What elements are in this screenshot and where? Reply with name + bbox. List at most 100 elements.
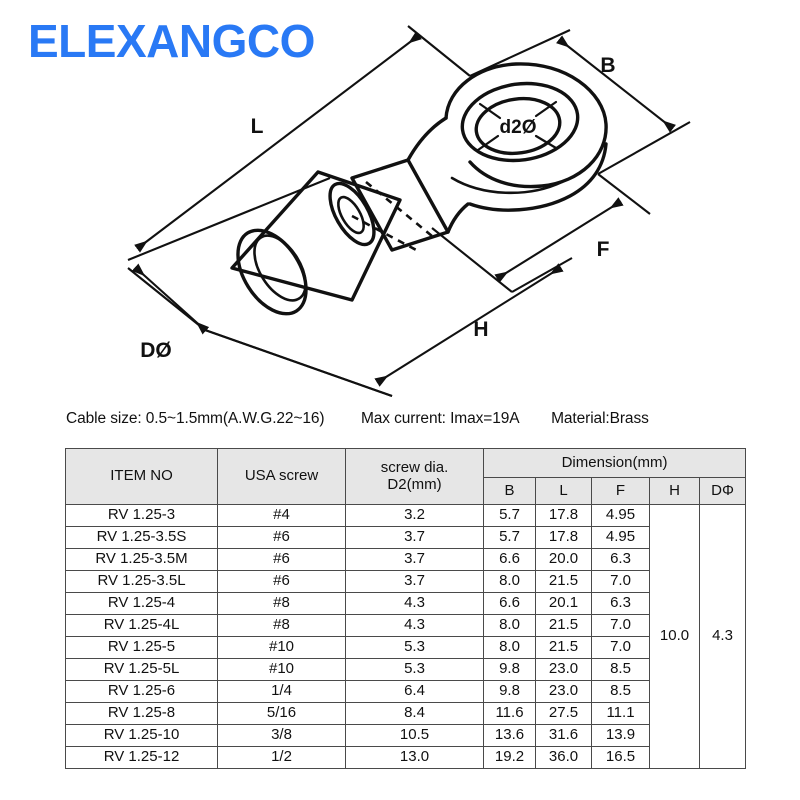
label-F: F <box>597 238 610 261</box>
cell-dim-f: 13.9 <box>591 724 650 747</box>
ring-outer-contour <box>444 62 608 189</box>
header-item-no: ITEM NO <box>65 448 218 505</box>
header-dim-f: F <box>591 477 650 505</box>
cell-usa-screw: 3/8 <box>217 724 346 747</box>
cell-dim-b: 19.2 <box>483 746 536 769</box>
ring-inner-lip <box>450 176 564 195</box>
cell-screw-dia: 10.5 <box>345 724 484 747</box>
cell-item-no: RV 1.25-3.5S <box>65 526 218 549</box>
cell-screw-dia: 5.3 <box>345 636 484 659</box>
cell-dim-b: 9.8 <box>483 680 536 703</box>
dimension-lines <box>127 25 691 397</box>
cell-dim-l: 23.0 <box>535 680 592 703</box>
cell-dim-f: 6.3 <box>591 592 650 615</box>
caption-max-current: Max current: Imax=19A <box>360 410 519 427</box>
cell-usa-screw: 1/4 <box>217 680 346 703</box>
cell-dim-l: 20.1 <box>535 592 592 615</box>
header-screw-dia-line1: screw dia. <box>380 459 449 476</box>
cell-dim-l: 23.0 <box>535 658 592 681</box>
cell-usa-screw: #4 <box>217 504 346 527</box>
d2-tick-lower-left <box>476 134 500 152</box>
cell-dim-b: 6.6 <box>483 592 536 615</box>
header-dim-l: L <box>535 477 592 505</box>
caption-cable-size: Cable size: 0.5~1.5mm(A.W.G.22~16) <box>66 410 325 427</box>
cell-usa-screw: #6 <box>217 570 346 593</box>
barrel-ring-face <box>328 181 376 247</box>
cell-screw-dia: 3.2 <box>345 504 484 527</box>
cell-dim-f: 4.95 <box>591 504 650 527</box>
cell-dim-l: 17.8 <box>535 526 592 549</box>
cell-usa-screw: 5/16 <box>217 702 346 725</box>
cell-screw-dia: 3.7 <box>345 570 484 593</box>
cell-dim-l: 17.8 <box>535 504 592 527</box>
d2-tick-upper-left <box>478 102 502 120</box>
ring-eye-hole <box>474 96 562 156</box>
cell-dim-b: 11.6 <box>483 702 536 725</box>
ext-line-D-lower <box>204 329 393 397</box>
insulation-sleeve-body <box>230 170 402 302</box>
cell-screw-dia: 6.4 <box>345 680 484 703</box>
cell-screw-dia: 3.7 <box>345 548 484 571</box>
header-row-top: ITEM NO USA screw screw dia. D2(mm) Dime… <box>65 448 747 505</box>
cell-dim-l: 20.0 <box>535 548 592 571</box>
d2-tick-upper-right <box>534 100 558 118</box>
header-dim-h: H <box>649 477 700 505</box>
cell-usa-screw: #6 <box>217 548 346 571</box>
spec-caption: Cable size: 0.5~1.5mm(A.W.G.22~16) Max c… <box>66 410 649 428</box>
cell-dim-b: 9.8 <box>483 658 536 681</box>
cell-screw-dia: 4.3 <box>345 614 484 637</box>
cell-dim-h-merged: 10.0 <box>649 504 700 769</box>
cell-dim-b: 5.7 <box>483 526 536 549</box>
cell-screw-dia: 8.4 <box>345 702 484 725</box>
cell-dim-l: 21.5 <box>535 636 592 659</box>
d2-tick-lower-right <box>534 134 558 150</box>
cell-screw-dia: 3.7 <box>345 526 484 549</box>
header-screw-dia: screw dia. D2(mm) <box>345 448 484 505</box>
ring-eye-outer <box>460 81 580 163</box>
ext-line-B-right <box>597 121 691 175</box>
header-dim-b: B <box>483 477 536 505</box>
cell-dim-f: 6.3 <box>591 548 650 571</box>
label-B: B <box>600 54 615 77</box>
cell-screw-dia: 13.0 <box>345 746 484 769</box>
caption-material: Material:Brass <box>551 410 649 427</box>
cell-dim-l: 21.5 <box>535 614 592 637</box>
cell-dim-f: 8.5 <box>591 680 650 703</box>
spec-table-head: ITEM NO USA screw screw dia. D2(mm) Dime… <box>65 448 747 505</box>
label-L: L <box>251 115 264 138</box>
cell-dim-l: 31.6 <box>535 724 592 747</box>
dimension-line-D <box>131 263 210 335</box>
ext-line-D-upper <box>127 177 331 261</box>
cell-item-no: RV 1.25-5L <box>65 658 218 681</box>
cell-item-no: RV 1.25-10 <box>65 724 218 747</box>
spec-table: ITEM NO USA screw screw dia. D2(mm) Dime… <box>65 448 747 769</box>
cell-dim-f: 8.5 <box>591 658 650 681</box>
cell-screw-dia: 5.3 <box>345 658 484 681</box>
label-D-diameter: DØ <box>140 339 172 362</box>
cell-dim-f: 16.5 <box>591 746 650 769</box>
cell-usa-screw: #8 <box>217 614 346 637</box>
ext-line-H-right <box>511 257 573 293</box>
header-usa-screw: USA screw <box>217 448 346 505</box>
cell-item-no: RV 1.25-3 <box>65 504 218 527</box>
terminal-body <box>230 62 608 316</box>
barrel-ring-bore <box>337 195 365 235</box>
cell-item-no: RV 1.25-6 <box>65 680 218 703</box>
cell-item-no: RV 1.25-12 <box>65 746 218 769</box>
cell-usa-screw: #10 <box>217 636 346 659</box>
label-d2-diameter: d2Ø <box>500 117 537 138</box>
cell-dim-f: 11.1 <box>591 702 650 725</box>
dimension-line-B <box>556 35 676 133</box>
